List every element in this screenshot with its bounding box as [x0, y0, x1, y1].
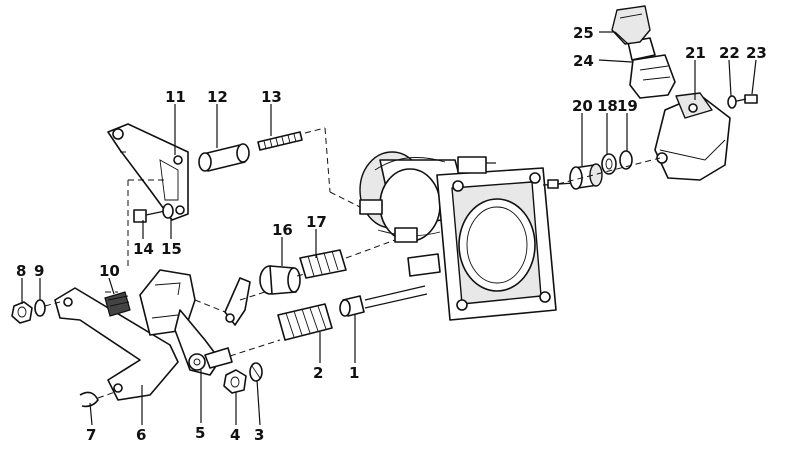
leader-lines	[21, 31, 757, 426]
throttle-switch	[654, 92, 731, 181]
washer-15	[162, 203, 174, 219]
callout-23: 23	[746, 44, 767, 62]
stud-13	[257, 131, 303, 151]
spring-2	[277, 303, 333, 341]
washer-9	[34, 299, 46, 317]
screw-14	[133, 209, 166, 223]
callout-11: 11	[165, 88, 186, 106]
bushing-20	[569, 163, 603, 190]
bracket-11	[107, 123, 189, 221]
callout-19: 19	[617, 97, 638, 115]
nut-4	[223, 369, 247, 394]
callout-9: 9	[34, 262, 44, 280]
rubber-boot	[611, 5, 651, 45]
callout-5: 5	[195, 424, 205, 442]
washer-18	[601, 153, 617, 175]
callout-24: 24	[573, 52, 594, 70]
callout-2: 2	[313, 364, 323, 382]
callout-17: 17	[306, 213, 327, 231]
callout-15: 15	[161, 240, 182, 258]
spring-17	[299, 249, 347, 279]
callout-16: 16	[272, 221, 293, 239]
clip-7	[79, 391, 99, 408]
nut-8	[11, 301, 33, 324]
callout-14: 14	[133, 240, 154, 258]
lever-6	[54, 287, 179, 401]
callout-22: 22	[719, 44, 740, 62]
callout-1: 1	[349, 364, 359, 382]
lock-washer-3	[249, 362, 263, 382]
shaft-5	[204, 347, 233, 369]
washer-22	[727, 95, 737, 109]
bushing-16	[259, 265, 301, 295]
callout-8: 8	[16, 262, 26, 280]
callout-labels: 1 2 3 4 5 6 7 8 9 10 11 12 13 14 15 16 1…	[16, 24, 767, 444]
sleeve-12	[198, 143, 250, 172]
spacer-1	[339, 295, 365, 317]
callout-18: 18	[597, 97, 618, 115]
callout-25: 25	[573, 24, 594, 42]
callout-6: 6	[136, 426, 146, 444]
callout-12: 12	[207, 88, 228, 106]
connector-plug	[627, 37, 676, 99]
small-bracket	[224, 277, 251, 326]
callout-10: 10	[99, 262, 120, 280]
circlip-19	[619, 150, 633, 170]
callout-7: 7	[86, 426, 96, 444]
callout-13: 13	[261, 88, 282, 106]
callout-3: 3	[254, 426, 264, 444]
callout-21: 21	[685, 44, 706, 62]
callout-4: 4	[230, 426, 240, 444]
throttle-body	[359, 151, 576, 321]
clip-10	[104, 291, 131, 317]
callout-20: 20	[572, 97, 593, 115]
